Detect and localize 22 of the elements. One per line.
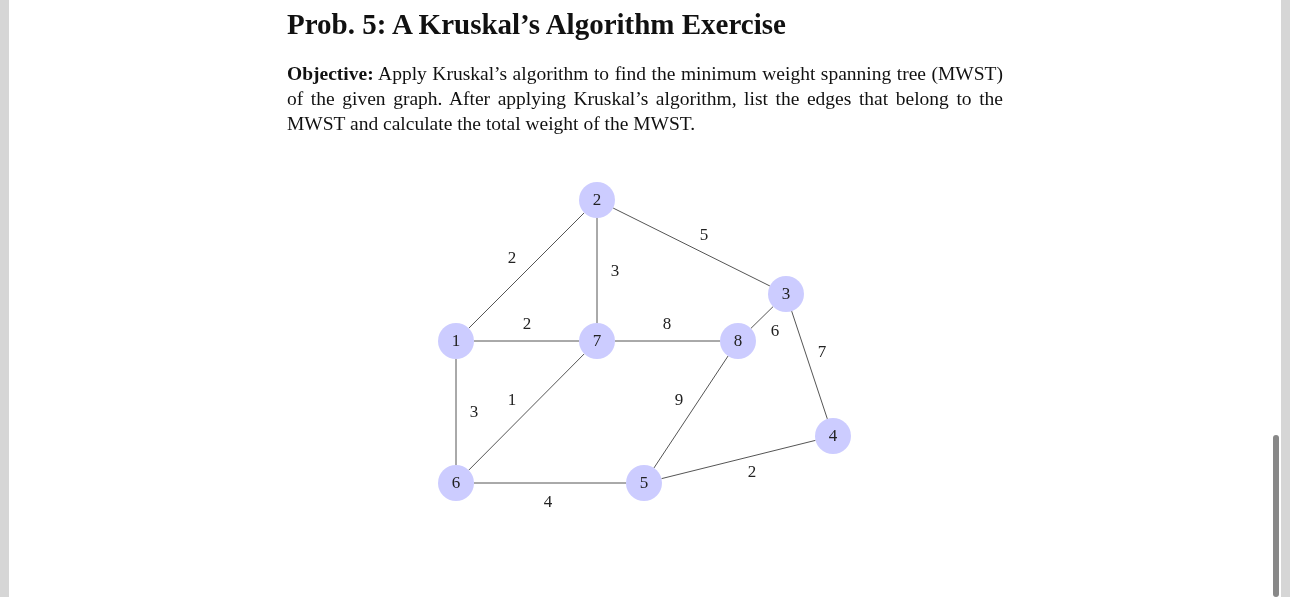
- graph-edge: [468, 353, 585, 471]
- graph-edge: [455, 358, 457, 466]
- graph-edge: [653, 355, 729, 469]
- objective-text: Objective: Apply Kruskal’s algorithm to find the minimum weight spanning tree (MWST) of the given graph. After applying Kruskal’s algorithm, list the edges that belong to the MWST and calculate the total weight of the MWST.: [287, 62, 1003, 136]
- vertex-circle: 7: [579, 323, 615, 359]
- title: Prob. 5: A Kruskal’s Algorithm Exercise: [287, 8, 786, 41]
- graph-edge: [612, 207, 771, 287]
- vertex-circle: 6: [438, 465, 474, 501]
- vertex-circle: 1: [438, 323, 474, 359]
- graph-edge: [473, 482, 627, 484]
- vertex-circle: 4: [815, 418, 851, 454]
- graph-edge: [473, 340, 580, 342]
- vertex-circle: 2: [579, 182, 615, 218]
- vertex-circle: 8: [720, 323, 756, 359]
- graph-edge: [660, 439, 817, 480]
- vertex-circle: 3: [768, 276, 804, 312]
- graph-edge: [614, 340, 721, 342]
- vertex-circle: 5: [626, 465, 662, 501]
- graph-edge: [750, 306, 774, 329]
- graph-edge: [791, 310, 828, 420]
- graph-edge: [468, 212, 585, 329]
- graph-edge: [596, 217, 598, 324]
